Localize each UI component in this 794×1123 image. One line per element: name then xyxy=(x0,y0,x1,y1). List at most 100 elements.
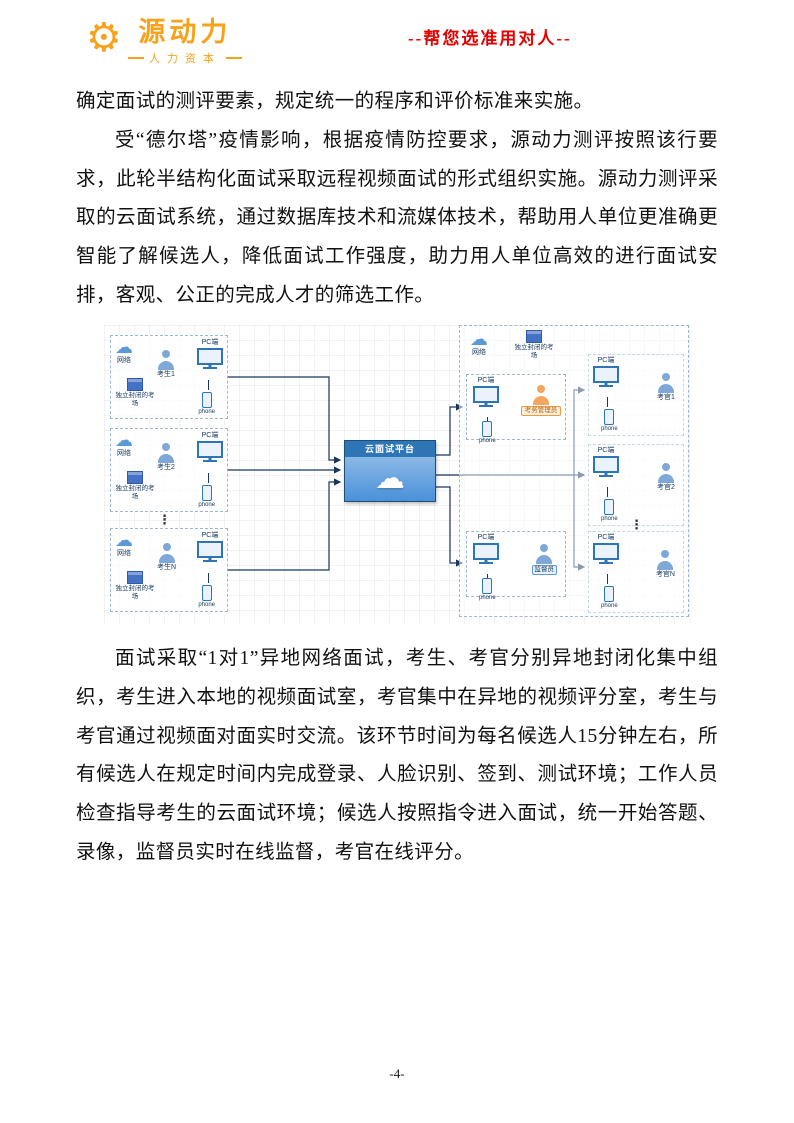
pc-label: PC端 xyxy=(201,432,219,439)
body-text-lower: 面试采取“1对1”异地网络面试，考生、考官分别异地封闭化集中组织，考生进入本地的… xyxy=(76,640,718,873)
supervisor-group: PC端 phone 监督员 xyxy=(466,531,566,601)
admin-group: PC端 phone 考务管理员 xyxy=(466,374,566,444)
person-icon xyxy=(656,550,674,570)
phone-node: phone xyxy=(198,585,215,609)
examiner-group-1: PC端 phone 考官1 xyxy=(588,354,684,436)
room-icon xyxy=(127,571,143,584)
exam-room-node: 独立封闭的考场 xyxy=(113,378,157,408)
examiner-group-2: PC端 phone 考官2 xyxy=(588,444,684,526)
phone-label: phone xyxy=(601,603,618,609)
pc-node: PC端 xyxy=(197,432,223,464)
room-label: 独立封闭的考场 xyxy=(115,392,155,407)
candidate-group-n: ☁ 网络 独立封闭的考场 考生N PC端 phone xyxy=(110,528,228,612)
phone-label: phone xyxy=(198,502,215,508)
pc-label: PC端 xyxy=(597,534,615,541)
examiner-node: 考官1 xyxy=(657,373,675,402)
candidate-group-1: ☁ 网络 独立封闭的考场 考生1 PC端 phone xyxy=(110,335,228,419)
candidates-ellipsis: ⋮ xyxy=(158,512,171,527)
phone-label: phone xyxy=(601,426,618,432)
pc-node: PC端 xyxy=(473,377,499,409)
pc-node: PC端 xyxy=(197,339,223,371)
connector-line xyxy=(487,574,488,580)
examiner-site-container: ☁ 网络 独立封闭的考场 PC端 phone xyxy=(459,325,689,617)
gear-icon: ⚙ xyxy=(86,15,122,60)
person-icon xyxy=(535,544,553,564)
network-node: ☁ 网络 xyxy=(115,338,133,365)
monitor-icon xyxy=(197,348,223,366)
exam-room-node: 独立封闭的考场 xyxy=(512,330,556,360)
phone-node: phone xyxy=(198,392,215,416)
phone-icon xyxy=(201,585,212,601)
exam-room-node: 独立封闭的考场 xyxy=(113,471,157,501)
monitor-icon xyxy=(473,386,499,404)
person-icon xyxy=(532,385,550,405)
header-slogan: --帮您选准用对人-- xyxy=(408,29,572,48)
paragraph-3: 面试采取“1对1”异地网络面试，考生、考官分别异地封闭化集中组织，考生进入本地的… xyxy=(76,648,718,863)
phone-icon xyxy=(201,392,212,408)
page-number: -4- xyxy=(389,1066,405,1081)
cloud-icon: ☁ xyxy=(115,430,133,450)
pc-node: PC端 xyxy=(593,357,619,389)
admin-label: 考务管理员 xyxy=(521,406,561,416)
brand-subtitle: 人力资本 xyxy=(127,50,242,66)
examiner-node: 考官N xyxy=(656,550,675,579)
phone-node: phone xyxy=(601,409,618,433)
phone-node: phone xyxy=(479,578,496,602)
pc-label: PC端 xyxy=(201,532,219,539)
pc-node: PC端 xyxy=(593,447,619,479)
monitor-icon xyxy=(593,456,619,474)
cloud-icon: ☁ xyxy=(375,462,405,495)
logo-text: 源动力 人力资本 xyxy=(127,10,242,66)
candidate-group-2: ☁ 网络 独立封闭的考场 考生2 PC端 phone xyxy=(110,428,228,512)
room-icon xyxy=(127,378,143,391)
phone-label: phone xyxy=(198,409,215,415)
phone-label: phone xyxy=(479,595,496,601)
pc-label: PC端 xyxy=(597,447,615,454)
room-label: 独立封闭的考场 xyxy=(514,344,554,359)
candidate-label: 考生2 xyxy=(157,464,175,471)
phone-icon xyxy=(201,485,212,501)
admin-node: 考务管理员 xyxy=(521,385,561,416)
phone-icon xyxy=(604,586,615,602)
brand-subtitle-text: 人力资本 xyxy=(148,53,221,65)
exam-room-node: 独立封闭的考场 xyxy=(113,571,157,601)
paragraph-1: 确定面试的测评要素，规定统一的程序和评价标准来实施。 xyxy=(76,91,594,112)
cloud-interview-diagram: ☁ 网络 独立封闭的考场 考生1 PC端 phone xyxy=(104,325,690,625)
page-footer: -4- xyxy=(0,1066,794,1082)
decorative-dash xyxy=(225,57,242,59)
connector-line xyxy=(607,487,608,497)
connector-line xyxy=(208,380,209,390)
candidate-node: 考生N xyxy=(157,543,176,572)
cloud-icon: ☁ xyxy=(115,530,133,550)
body-text-upper: 确定面试的测评要素，规定统一的程序和评价标准来实施。 受“德尔塔”疫情影响，根据… xyxy=(76,83,718,316)
phone-label: phone xyxy=(601,516,618,522)
pc-label: PC端 xyxy=(597,357,615,364)
phone-node: phone xyxy=(479,421,496,445)
pc-node: PC端 xyxy=(593,534,619,566)
examiners-ellipsis: ⋮ xyxy=(630,517,643,532)
decorative-dash xyxy=(127,57,144,59)
pc-label: PC端 xyxy=(201,339,219,346)
network-label: 网络 xyxy=(117,550,131,557)
platform-body: ☁ xyxy=(345,457,435,501)
platform-title: 云面试平台 xyxy=(345,441,435,457)
network-label: 网络 xyxy=(117,450,131,457)
monitor-icon xyxy=(593,543,619,561)
pc-label: PC端 xyxy=(477,377,495,384)
pc-label: PC端 xyxy=(477,534,495,541)
phone-icon xyxy=(604,499,615,515)
phone-node: phone xyxy=(198,485,215,509)
candidate-label: 考生1 xyxy=(157,371,175,378)
candidate-node: 考生2 xyxy=(157,443,175,472)
connector-line xyxy=(208,573,209,583)
person-icon xyxy=(657,463,675,483)
connector-line xyxy=(607,397,608,407)
person-icon xyxy=(657,373,675,393)
monitor-icon xyxy=(197,441,223,459)
network-label: 网络 xyxy=(117,357,131,364)
phone-label: phone xyxy=(479,438,496,444)
supervisor-node: 监督员 xyxy=(531,544,557,575)
person-icon xyxy=(157,350,175,370)
network-node: ☁ 网络 xyxy=(115,531,133,558)
